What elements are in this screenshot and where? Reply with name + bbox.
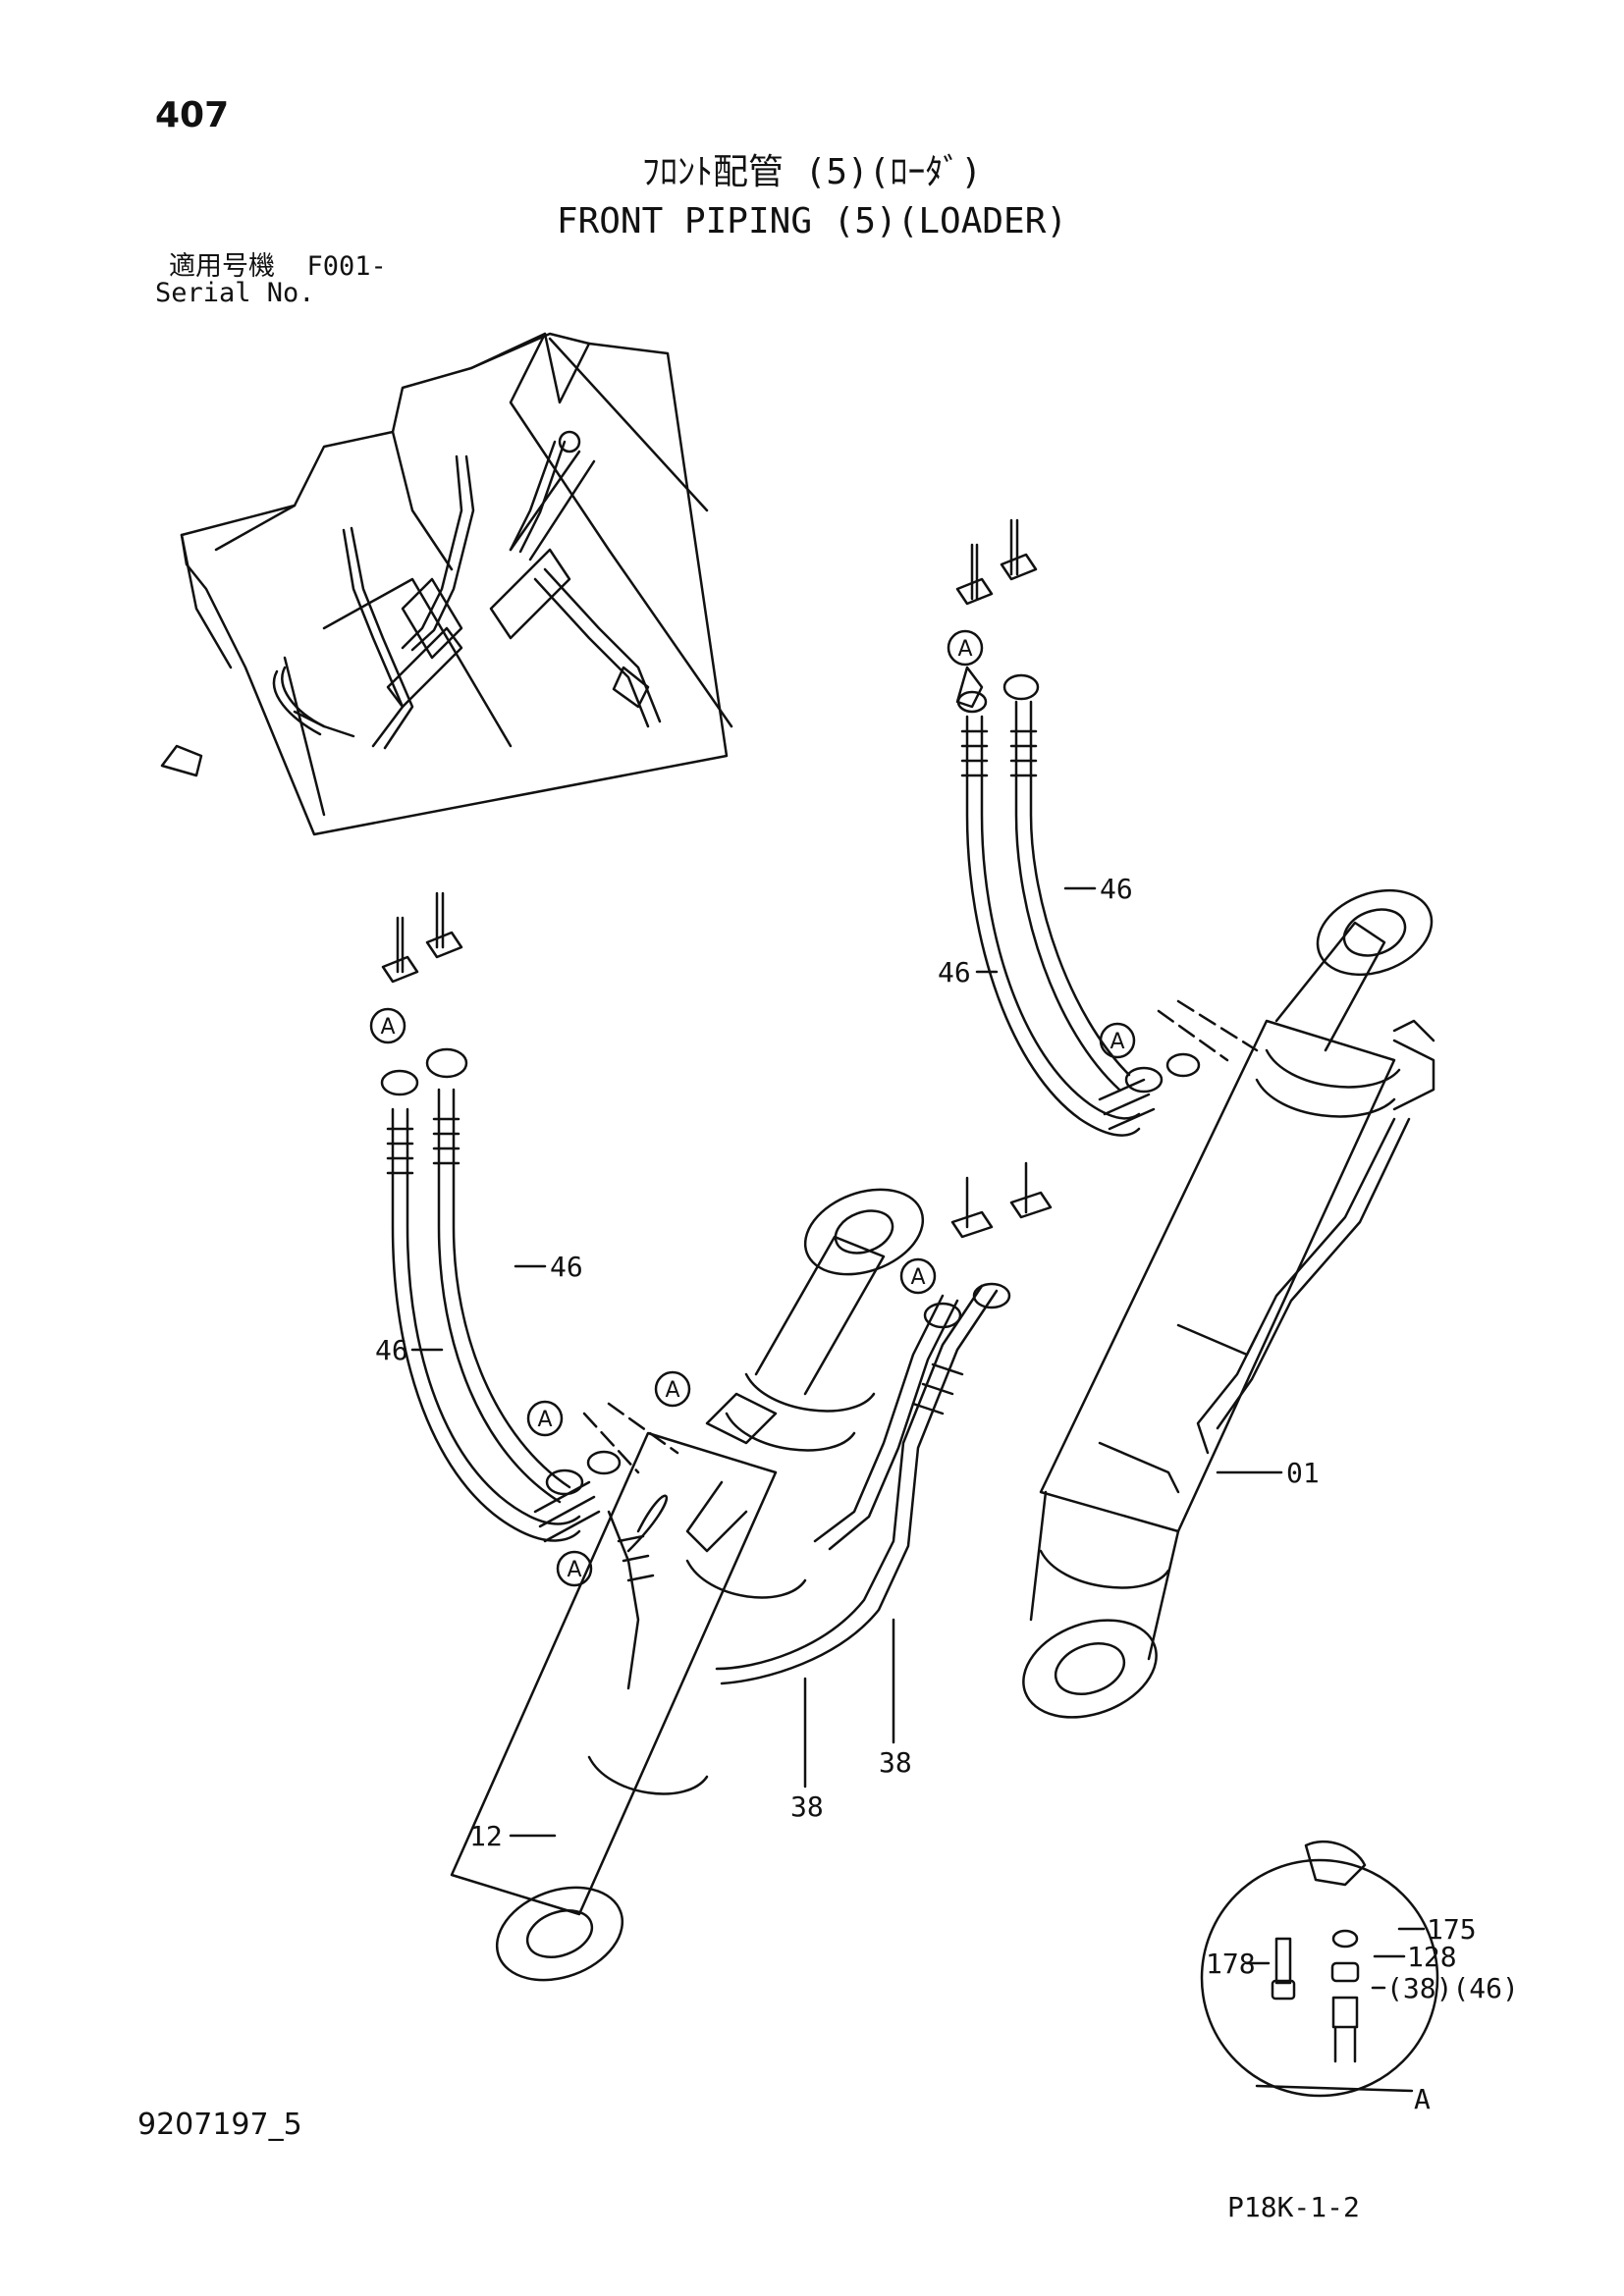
machine-overview-sketch	[160, 332, 733, 836]
label-01: 01	[1286, 1457, 1320, 1489]
hose-bundle-38	[607, 1161, 1053, 1690]
label-46-upper-right: 46	[1100, 873, 1133, 905]
label-46-left-b: 46	[375, 1334, 408, 1366]
hydraulic-cylinder-12	[450, 1188, 925, 1982]
reference-code: P18K-1-2	[1227, 2191, 1360, 2223]
label-38-46: (38)(46)	[1386, 1972, 1519, 2004]
serial-label-english: Serial No.	[155, 278, 315, 308]
callout-a-1: A	[957, 637, 972, 662]
label-46-left: 46	[550, 1251, 583, 1283]
hose-assembly-left	[380, 891, 679, 1543]
label-178: 178	[1206, 1948, 1256, 1980]
callout-a-4: A	[537, 1408, 552, 1432]
page-number: 407	[155, 95, 230, 135]
callout-a-2: A	[1110, 1030, 1124, 1054]
label-view-a: A	[1414, 2083, 1431, 2115]
detail-view-a	[1200, 1840, 1439, 2098]
label-38-right: 38	[879, 1746, 912, 1779]
serial-value: F001-	[306, 251, 387, 282]
title-english: FRONT PIPING (5)(LOADER)	[556, 201, 1068, 241]
callout-a-3: A	[380, 1015, 395, 1040]
document-code: 9207197_5	[137, 2108, 302, 2142]
reference-callout-a	[369, 629, 1136, 1587]
title-japanese: ﾌﾛﾝﾄ配管 (5)(ﾛｰﾀﾞ)	[641, 152, 983, 192]
leader-lines	[410, 886, 1283, 1838]
hydraulic-cylinder-01	[1022, 888, 1435, 1719]
label-38-left: 38	[790, 1790, 824, 1823]
part-number-labels: 46 46 46 46 01 12 38 38 175 128 178 (38)…	[375, 873, 1519, 2115]
callout-a-6: A	[567, 1558, 581, 1582]
label-46-upper-right-b: 46	[938, 956, 971, 988]
reference-callout-a-labels: A A A A A A A	[380, 637, 1124, 1582]
callout-a-7: A	[910, 1265, 925, 1290]
label-12: 12	[469, 1820, 503, 1852]
hose-assembly-upper-right	[955, 518, 1259, 1137]
callout-a-5: A	[665, 1378, 679, 1403]
label-128: 128	[1407, 1941, 1457, 1973]
serial-label-jp-text: 適用号機	[169, 251, 275, 282]
serial-label-japanese: 適用号機 F001-	[169, 253, 387, 280]
label-175: 175	[1427, 1913, 1477, 1946]
